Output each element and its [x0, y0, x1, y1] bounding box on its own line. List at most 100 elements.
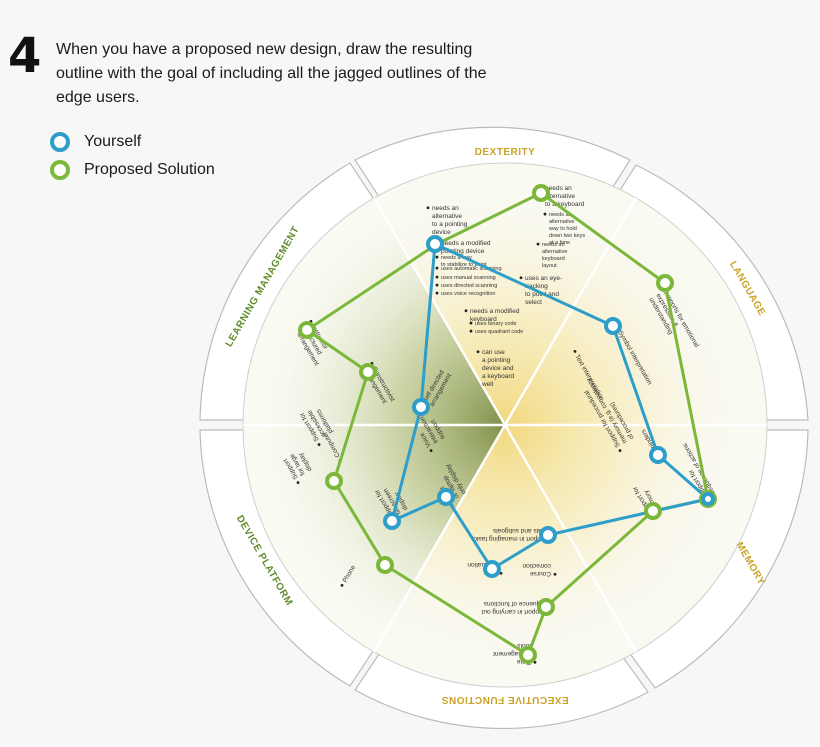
- note-line: tracking: [525, 283, 548, 290]
- wedge-dividers: [243, 197, 767, 653]
- note-line: a keyboard: [482, 373, 515, 380]
- glow-executive: [374, 425, 636, 688]
- note-line: to a pointing: [432, 221, 468, 228]
- note-line: uses binary code: [475, 321, 517, 327]
- bullet-dot: [317, 443, 321, 447]
- bullet-dot: [519, 276, 523, 280]
- note-line: to stabilize to point: [441, 262, 487, 268]
- legend: Yourself Proposed Solution: [50, 128, 215, 184]
- proposed-marker: [376, 556, 394, 574]
- yourself-outline: [390, 242, 710, 571]
- yourself-marker: [649, 446, 667, 464]
- note-line: Course: [530, 570, 551, 577]
- yourself-marker: [437, 488, 455, 506]
- note-line: down two keys: [549, 233, 585, 239]
- note-line: needs a modified: [470, 308, 520, 315]
- bullet-dot: [435, 255, 439, 259]
- note-line: way to hold: [548, 226, 577, 232]
- yourself-marker: [701, 492, 715, 506]
- note-line: alternative: [542, 249, 567, 255]
- glow-dexterity: [375, 165, 635, 425]
- legend-item-proposed: Proposed Solution: [50, 156, 215, 184]
- legend-label-yourself: Yourself: [84, 133, 142, 150]
- bullet-dot: [435, 291, 439, 295]
- note-line: uses automatic scanning: [441, 266, 502, 272]
- note-line: uses manual scanning: [441, 275, 496, 281]
- note-line: goals and subgoals: [492, 527, 549, 534]
- note-line: needs a way: [441, 255, 472, 261]
- note-dexterity: uses automatic scanning: [435, 266, 502, 272]
- note-line: to a keyboard: [545, 201, 585, 208]
- note-line: alternative: [545, 193, 575, 200]
- bullet-dot: [543, 212, 547, 216]
- bullet-dot: [296, 481, 300, 485]
- note-dexterity: uses quadrant code: [469, 329, 523, 335]
- note-dexterity: uses binary code: [469, 321, 517, 327]
- note-line: sequence of functions: [483, 600, 547, 607]
- note-dexterity: uses manual scanning: [435, 275, 496, 281]
- bullet-dot: [429, 449, 433, 453]
- proposed-marker: [359, 363, 377, 381]
- proposed-marker: [325, 472, 343, 490]
- proposed-marker: [656, 274, 674, 292]
- instruction-text: When you have a proposed new design, dra…: [56, 41, 487, 106]
- proposed-solution-outline: [305, 191, 710, 657]
- bullet-dot: [464, 309, 468, 313]
- legend-label-proposed: Proposed Solution: [84, 161, 215, 178]
- yourself-marker: [426, 235, 444, 253]
- proposed-marker: [644, 502, 662, 520]
- note-line: needs an: [542, 242, 565, 248]
- bullet-dot: [573, 349, 577, 353]
- proposed-marker: [298, 321, 316, 339]
- note-line: uses directed scanning: [441, 283, 497, 289]
- note-dexterity: uses voice recognition: [435, 291, 495, 297]
- note-line: correction: [522, 562, 551, 569]
- note-line: needs an: [432, 205, 459, 212]
- bullet-dot: [469, 321, 473, 325]
- bullet-dot: [553, 572, 557, 576]
- note-line: uses an eye-: [525, 275, 562, 282]
- note-line: uses quadrant code: [475, 329, 523, 335]
- bullet-dot: [435, 283, 439, 287]
- yourself-marker: [539, 526, 557, 544]
- yourself-marker: [604, 317, 622, 335]
- note-line: evaluation: [467, 561, 497, 568]
- note-line: pointing device: [441, 248, 485, 255]
- yourself-marker: [483, 560, 501, 578]
- bullet-dot: [426, 206, 430, 210]
- bullet-dot: [340, 583, 344, 587]
- note-line: well: [481, 381, 494, 388]
- note-dexterity: uses directed scanning: [435, 283, 497, 289]
- yourself-marker: [412, 398, 430, 416]
- yourself-marker: [383, 512, 401, 530]
- note-line: layout: [542, 263, 557, 269]
- yourself-markers: [383, 235, 715, 578]
- glow-language: [505, 200, 767, 425]
- note-line: alternative: [549, 219, 574, 225]
- note-line: needs an: [545, 185, 572, 192]
- note-line: needs a modified: [441, 240, 491, 247]
- note-line: can use: [482, 349, 505, 356]
- ring-icon-yourself: [50, 132, 70, 152]
- note-line: needs an: [549, 212, 572, 218]
- bullet-dot: [435, 266, 439, 270]
- glow-memory: [505, 425, 768, 652]
- note-line: management: [493, 650, 531, 657]
- ring-icon-proposed: [50, 160, 70, 180]
- bullet-dot: [435, 275, 439, 279]
- note-line: device and: [482, 365, 514, 372]
- proposed-marker: [532, 184, 550, 202]
- bullet-dot: [469, 329, 473, 333]
- legend-item-yourself: Yourself: [50, 128, 215, 156]
- glow-learning: [243, 200, 505, 425]
- glow-device: [242, 425, 505, 652]
- note-line: alternative: [432, 213, 462, 220]
